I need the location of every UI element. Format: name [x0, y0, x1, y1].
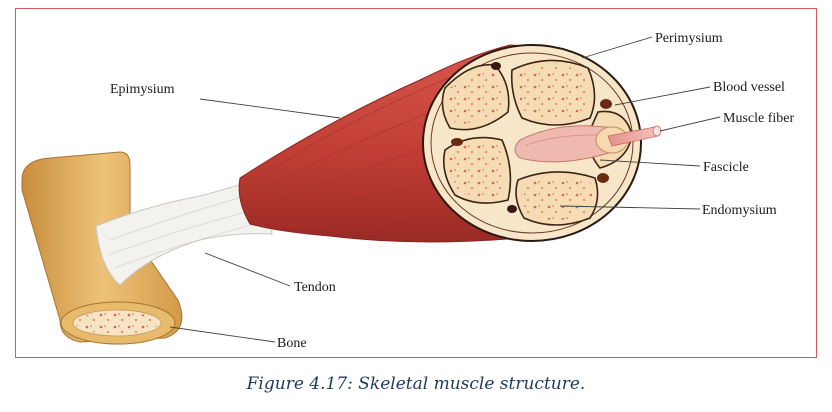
blood-vessels — [451, 62, 612, 213]
label-blood-vessel: Blood vessel — [713, 80, 785, 95]
label-bone: Bone — [277, 336, 307, 351]
muscle-fiber — [607, 125, 662, 147]
label-muscle-fiber: Muscle fiber — [723, 111, 794, 126]
label-tendon: Tendon — [294, 280, 336, 295]
label-fascicle: Fascicle — [703, 160, 749, 175]
label-endomysium: Endomysium — [702, 203, 777, 218]
muscle-cross-section — [422, 44, 662, 242]
figure-caption: Figure 4.17: Skeletal muscle structure. — [246, 374, 586, 394]
label-epimysium: Epimysium — [110, 82, 175, 97]
fascicle-group — [441, 59, 633, 226]
leader-lines — [169, 36, 721, 343]
label-perimysium: Perimysium — [655, 31, 723, 46]
